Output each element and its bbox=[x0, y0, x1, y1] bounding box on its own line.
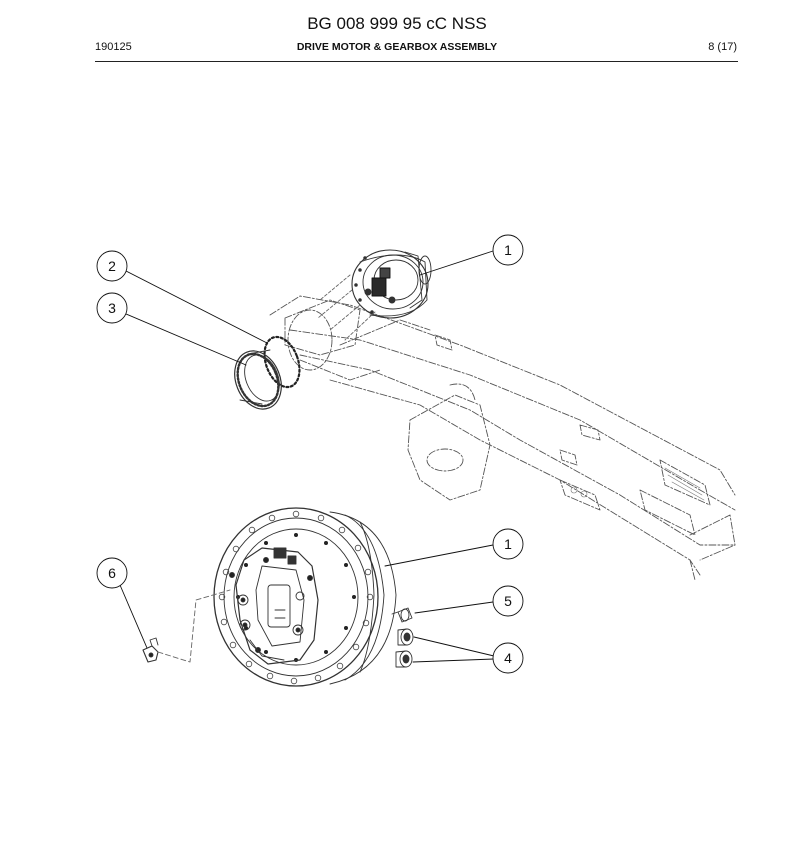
callout-label-3: 3 bbox=[108, 300, 116, 316]
bracket-hatch bbox=[570, 467, 705, 501]
upper-gearbox-assembly bbox=[317, 249, 432, 341]
callout-circle-5 bbox=[492, 585, 524, 617]
callout-label-4: 4 bbox=[504, 650, 512, 666]
callout-label-1-lower: 1 bbox=[504, 536, 512, 552]
header-rule bbox=[95, 61, 738, 62]
oring-part-2 bbox=[263, 335, 301, 389]
callout-circle-6 bbox=[96, 557, 128, 589]
ring-part-3 bbox=[234, 349, 282, 410]
callout-circles bbox=[96, 234, 524, 674]
elbow-fitting-part-6 bbox=[142, 589, 231, 663]
callout-label-1-upper: 1 bbox=[504, 242, 512, 258]
document-title: BG 008 999 95 cC NSS bbox=[307, 14, 487, 33]
callout-circle-3 bbox=[96, 292, 128, 324]
callout-label-6: 6 bbox=[108, 565, 116, 581]
callout-circle-1-lower bbox=[492, 528, 524, 560]
plug-part-5 bbox=[391, 607, 413, 623]
callout-label-2: 2 bbox=[108, 258, 116, 274]
document-date: 190125 bbox=[95, 41, 132, 53]
callout-circle-2 bbox=[96, 250, 128, 282]
callout-circle-4 bbox=[492, 642, 524, 674]
section-title: DRIVE MOTOR & GEARBOX ASSEMBLY bbox=[296, 41, 498, 53]
lower-gearbox-assembly bbox=[213, 507, 397, 687]
callout-label-5: 5 bbox=[504, 593, 512, 609]
plug-part-4b bbox=[395, 650, 413, 668]
leader-lines bbox=[119, 250, 495, 663]
plug-part-4a bbox=[397, 628, 414, 646]
page-number: 8 (17) bbox=[708, 41, 737, 53]
axle-frame-phantom bbox=[269, 295, 736, 581]
callout-circle-1-upper bbox=[492, 234, 524, 266]
